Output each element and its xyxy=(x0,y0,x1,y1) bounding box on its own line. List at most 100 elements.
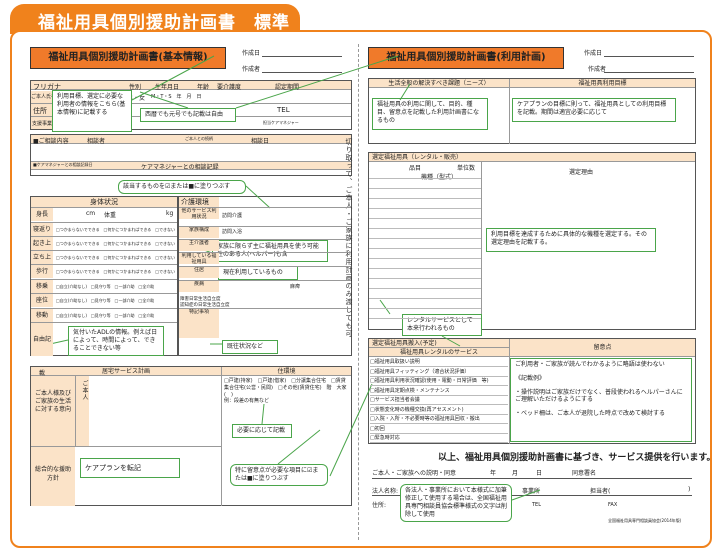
connector xyxy=(277,429,321,465)
footer-year: 年 xyxy=(490,470,497,477)
gender-label: 性別 xyxy=(129,84,142,91)
body-row-label: 自由記載 xyxy=(31,322,53,377)
tel-label: TEL xyxy=(277,106,290,114)
connector xyxy=(441,335,461,347)
connector xyxy=(329,383,373,477)
body-row-options-alt: □自立(介助なし) □見守り等 □一部介助 □全介助 xyxy=(56,284,155,289)
service-plan-table: 居宅サービス計画 住環境 ご本人様及びご家族の生活に対する意向 ご本人 総合的な… xyxy=(30,366,352,506)
care-row-label: 住居 xyxy=(179,266,219,278)
selected-row-line xyxy=(369,218,481,219)
consult-content-label: ■ご相談内容 xyxy=(33,138,69,145)
basic-info-table: フリガナ 性別 生年月日 年齢 要介護度 認定期間 ご本人氏名 男・女 M・T・… xyxy=(30,80,352,130)
age-label: 年齢 xyxy=(197,84,210,91)
rental-item: □初回 xyxy=(370,425,508,434)
cm-record-date-label: ■ケアマネジャーとの相談記録日 xyxy=(33,162,93,167)
body-row-options: □つかまらないでできる □何かにつかまればできる □できない xyxy=(56,255,176,260)
divider xyxy=(179,308,351,309)
connector xyxy=(235,55,399,109)
divider xyxy=(31,103,351,104)
rental-table: 選定福祉用具搬入(予定) 福祉用具レンタルのサービス 留意点 xyxy=(368,338,696,444)
divider xyxy=(179,207,351,208)
connector xyxy=(261,403,265,425)
relationship-label: ご本人との続柄 xyxy=(185,136,213,141)
cm-record-label: ケアマネジャーとの相談記録 xyxy=(141,164,219,171)
cut-line xyxy=(358,44,359,540)
footer-office: 事業所 xyxy=(522,488,541,495)
divider xyxy=(31,446,221,447)
care-sub-label: 認知症の日常生活自立度 xyxy=(180,303,230,308)
care-sub-label: 麻痺 xyxy=(290,284,301,290)
divider xyxy=(509,88,510,144)
selected-row-line xyxy=(369,188,481,189)
divider xyxy=(31,236,177,237)
footer-staff: 担当者( xyxy=(590,488,611,495)
right-created-date: 作成日 xyxy=(584,50,603,57)
selected-equipment-header: 選定福祉用具（レンタル・販売） xyxy=(369,153,695,162)
callout-as-needed: 必要に応じて記載 xyxy=(232,424,292,438)
cert-period-label: 認定期間 xyxy=(275,84,300,91)
connector xyxy=(131,55,215,101)
connector xyxy=(399,83,411,101)
footer-address: 住所: xyxy=(372,502,387,509)
cm-row xyxy=(31,161,351,170)
divider xyxy=(179,252,351,253)
divider xyxy=(221,376,222,506)
footer-statement: 以上、福祉用具個別援助計画書に基づき、サービス提供を行います。 xyxy=(438,453,716,463)
policy-label: 総合的な援助方針 xyxy=(31,447,75,506)
weight-label: 体重 xyxy=(104,212,117,219)
birthdate-label: 生年月日 xyxy=(155,84,180,91)
care-level-label: 要介護度 xyxy=(217,84,242,91)
weight-unit: kg xyxy=(166,210,174,217)
divider xyxy=(179,280,351,281)
height-unit: cm xyxy=(86,210,96,217)
selected-equipment-table: 選定福祉用具（レンタル・販売） 品目 単位数 機種（型式） 選定理由 xyxy=(368,152,696,330)
divider xyxy=(604,72,694,73)
footer-copyright: 全国福祉用具専門相談員協会(2014年版) xyxy=(608,518,682,523)
furigana-label: フリガナ xyxy=(33,83,61,91)
divider xyxy=(179,239,351,240)
footer-fax: FAX xyxy=(608,502,618,508)
body-row-options-alt: □つかまらないでできる □何かにつかまればできる □できない xyxy=(56,269,176,274)
connector xyxy=(49,339,69,345)
footer-staff-end: ) xyxy=(688,486,691,493)
item-col: 品目 xyxy=(409,165,422,172)
rental-item: □入院・入所・不必要時等の福祉用具回収・搬出 xyxy=(370,415,508,424)
divider xyxy=(31,207,177,208)
care-row-label: 利用している福祉用具 xyxy=(179,252,219,265)
divider xyxy=(31,293,177,294)
consult-table: ■ご相談内容 相談者 ご本人との続柄 相談日 ■ケアマネジャーとの相談記録日 ケ… xyxy=(30,134,352,176)
footer-signature: 同意署名 xyxy=(572,470,597,477)
selected-row-line xyxy=(369,288,481,289)
support-office-label: 支援事業所 xyxy=(31,117,57,129)
callout-family: 家族に限らず主に福祉用具を使う可能性のある人(ヘルパー)も含 xyxy=(212,240,328,262)
cut-line-note: 切り取って、ご本人・ご家族に利用計画のみ渡しても可 xyxy=(345,138,353,338)
person-name-label: ご本人氏名 xyxy=(31,91,56,103)
care-sub-label: 訪問介護 xyxy=(222,213,243,219)
body-row-options: □つかまらないでできる □何かにつかまればできる □できない xyxy=(56,227,176,232)
rental-item: □福祉用具フィッティング（適合状況評価） xyxy=(370,368,508,377)
rental-item: □状態変化時の機種交換(再アセスメント) xyxy=(370,406,508,415)
body-row-label: 歩行 xyxy=(31,264,53,278)
needs-header: 生活全般の解決すべき課題（ニーズ） xyxy=(369,79,509,88)
care-manager-label: 担当ケアマネジャー xyxy=(263,120,299,125)
body-row-label: 移乗 xyxy=(31,279,53,293)
rental-sub-header: 福祉用具レンタルのサービス xyxy=(369,348,509,357)
body-row-label: 起き上がり xyxy=(31,236,53,261)
selected-row-line xyxy=(369,248,481,249)
selected-row-line xyxy=(369,268,481,269)
footer-corp: 法人名称: xyxy=(372,488,399,495)
attention-header: 留意点 xyxy=(509,339,695,357)
divider xyxy=(372,478,692,479)
care-row-label: 主介護者 xyxy=(179,239,219,251)
callout-checkbox: 該当するものを☑または■に塗りつぶす xyxy=(118,180,246,194)
divider xyxy=(31,308,177,309)
body-row-label: 立ち上がり xyxy=(31,250,53,275)
callout-careplan: ケアプランを転記 xyxy=(80,458,180,478)
selected-row-line xyxy=(369,208,481,209)
rental-item: □緊急時対応 xyxy=(370,434,508,443)
divider xyxy=(31,322,177,323)
selected-row-line xyxy=(369,178,481,179)
body-row-options: □つかまらないでできる □何かにつかまればできる □できない xyxy=(56,241,176,246)
divider xyxy=(31,279,177,280)
reason-col: 選定理由 xyxy=(569,169,594,176)
